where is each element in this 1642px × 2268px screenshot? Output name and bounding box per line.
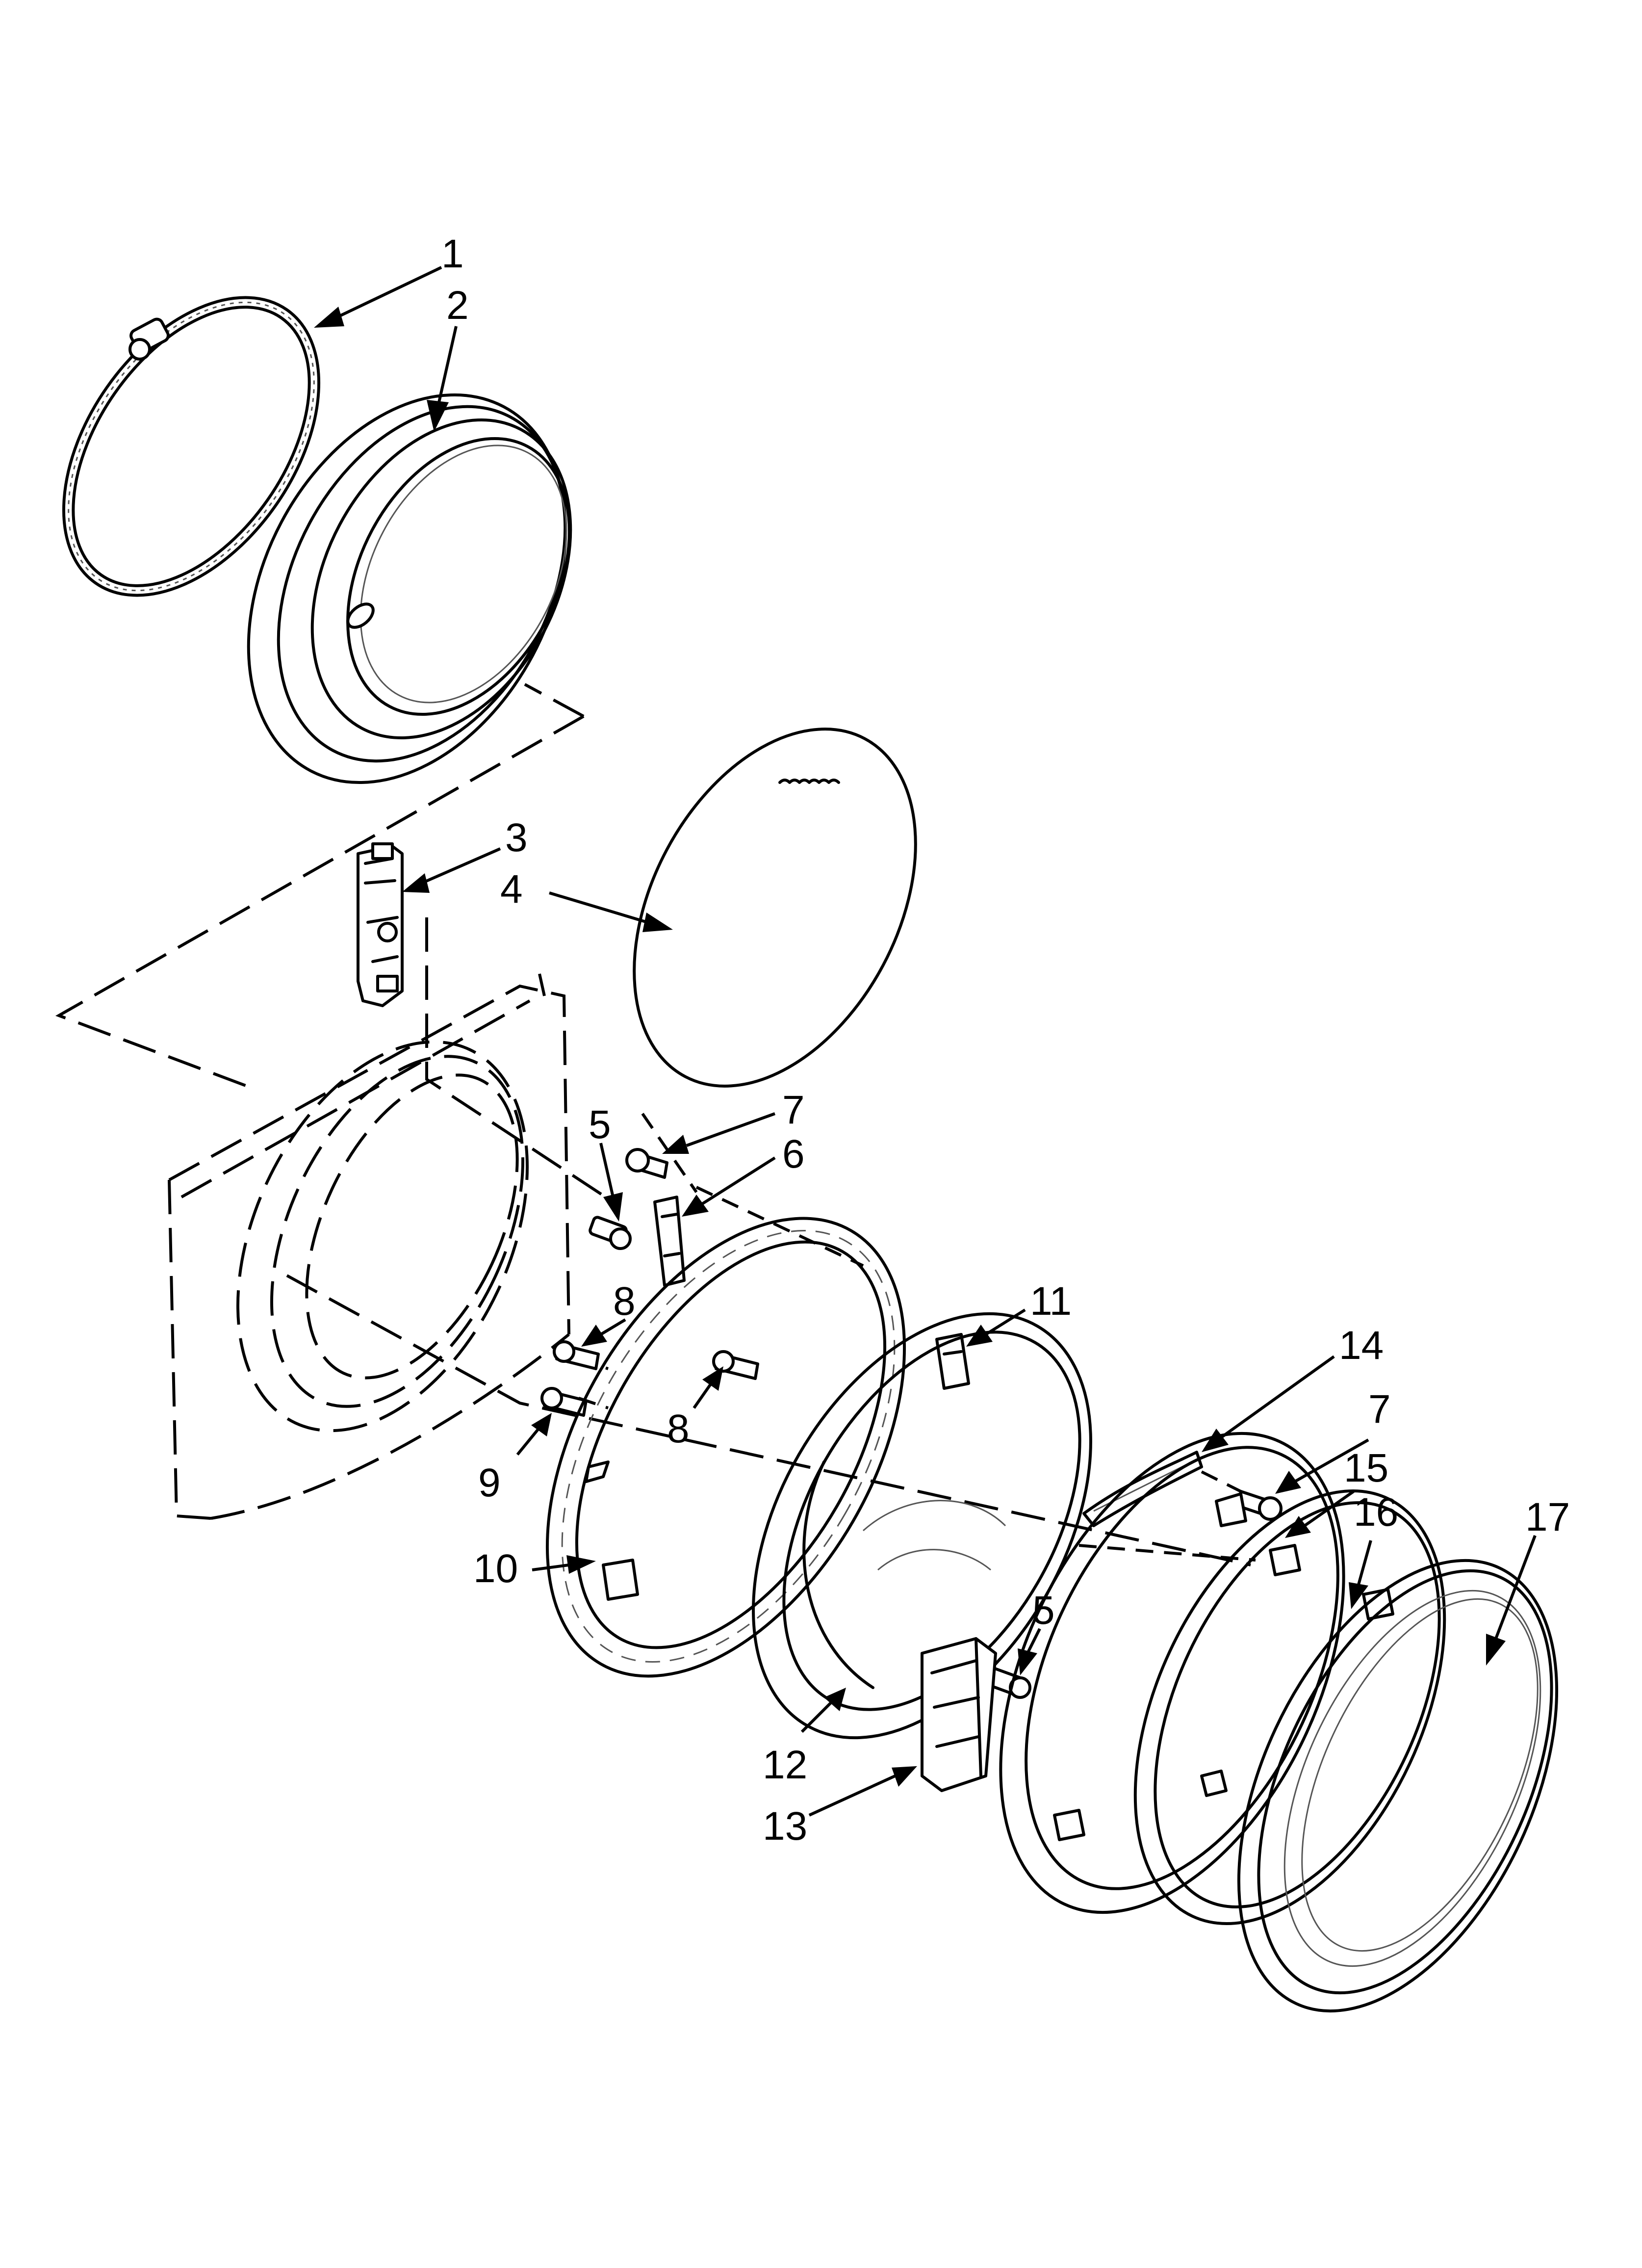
callout-7-upper: 7	[782, 1088, 805, 1132]
part-4-wire-ring	[633, 728, 917, 1088]
callout-8-left: 8	[613, 1279, 636, 1324]
part-3-door-switch	[357, 842, 404, 1007]
callout-11: 11	[1030, 1279, 1072, 1324]
part-13-door-handle	[921, 1637, 997, 1792]
callout-labels: 1 2 3 4 5 7 6 8 8 9 10 11 12 13 14 7 15 …	[441, 232, 1570, 1849]
callout-17: 17	[1525, 1495, 1570, 1539]
callout-9: 9	[478, 1460, 501, 1505]
part-16-trim-ring	[1133, 1489, 1446, 1925]
callout-6: 6	[782, 1132, 805, 1176]
part-5-screw-upper	[589, 1216, 632, 1250]
callout-14: 14	[1339, 1323, 1384, 1368]
part-7-screw-upper	[625, 1148, 668, 1179]
part-5-screw-lower	[986, 1667, 1031, 1699]
part-8-screw-right	[712, 1350, 759, 1380]
callout-15: 15	[1344, 1446, 1388, 1490]
callout-10: 10	[473, 1546, 518, 1591]
part-11-clip	[935, 1333, 970, 1390]
callout-4: 4	[500, 867, 523, 912]
callout-7-lower: 7	[1368, 1387, 1391, 1432]
cabinet-front-panel	[168, 973, 570, 1520]
part-9-screw	[540, 1387, 588, 1417]
callout-2: 2	[446, 283, 469, 328]
leader-lines	[314, 266, 1537, 1817]
part-8-screw-left	[553, 1340, 600, 1370]
callout-12: 12	[763, 1743, 807, 1787]
callout-13: 13	[763, 1804, 807, 1849]
part-1-clamp	[62, 296, 321, 597]
part-6-clip	[653, 1196, 686, 1287]
callout-1: 1	[441, 232, 464, 276]
callout-8-right: 8	[667, 1407, 690, 1451]
part-17-outer-door	[1237, 1559, 1559, 2013]
callout-5-upper: 5	[589, 1102, 611, 1147]
callout-3: 3	[505, 815, 528, 860]
part-15-outer-frame	[999, 1432, 1345, 1914]
part-2-bellow	[247, 393, 572, 784]
part-10-inner-frame	[545, 1217, 906, 1678]
callout-16: 16	[1354, 1490, 1398, 1535]
assembly-lines	[55, 683, 1256, 1566]
callout-5-lower: 5	[1032, 1588, 1055, 1633]
